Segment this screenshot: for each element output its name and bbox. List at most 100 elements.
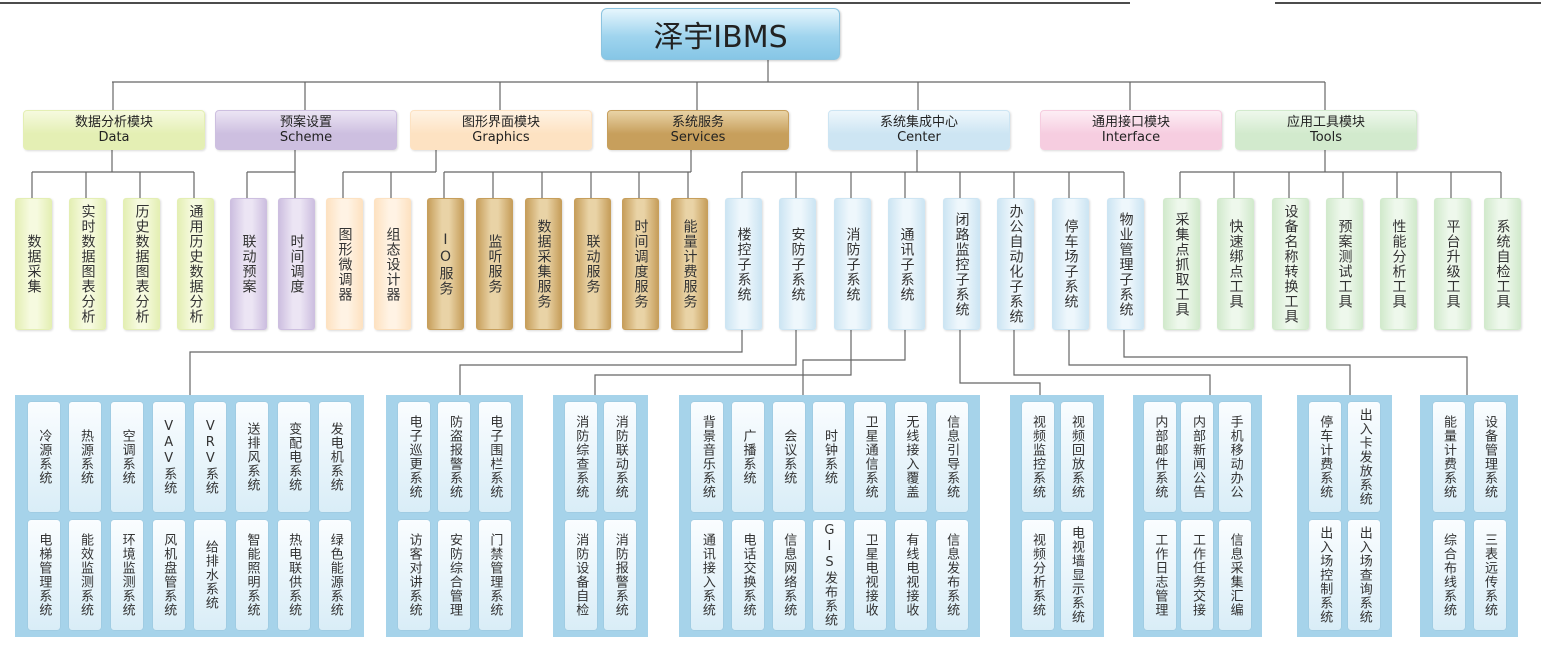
- subsystem-item[interactable]: 背景音乐系统: [691, 402, 724, 513]
- submodule-box[interactable]: 预案测试工具: [1326, 198, 1363, 330]
- subsystem-row: 消防设备自检消防报警系统: [561, 519, 640, 630]
- subsystem-item[interactable]: 门禁管理系统: [478, 519, 511, 630]
- submodule-box[interactable]: 联动服务: [574, 198, 611, 330]
- submodule-box[interactable]: 通讯子系统: [888, 198, 925, 330]
- subsystem-label: VAV系统: [161, 419, 177, 496]
- subsystem-item[interactable]: 信息采集汇编: [1219, 519, 1252, 630]
- submodule-box[interactable]: 设备名称转换工具: [1272, 198, 1309, 330]
- subsystem-item[interactable]: 停车计费系统: [1308, 402, 1341, 513]
- subsystem-item[interactable]: 内部邮件系统: [1143, 402, 1176, 513]
- subsystem-item[interactable]: 能量计费系统: [1432, 402, 1465, 513]
- subsystem-label: 给排水系统: [202, 539, 218, 610]
- submodule-box[interactable]: 闭路监控子系统: [943, 198, 980, 330]
- subsystem-item[interactable]: 有线电视接收: [894, 519, 927, 630]
- subsystem-item[interactable]: 信息引导系统: [935, 402, 968, 513]
- subsystem-item[interactable]: 出入卡发放系统: [1348, 402, 1381, 513]
- subsystem-item[interactable]: 视频监控系统: [1021, 402, 1054, 513]
- subsystem-item[interactable]: 工作日志管理: [1143, 519, 1176, 630]
- module-cn-label: 系统服务: [671, 115, 724, 130]
- submodule-box[interactable]: 消防子系统: [834, 198, 871, 330]
- subsystem-item[interactable]: 工作任务交接: [1181, 519, 1214, 630]
- submodule-box[interactable]: IO服务: [427, 198, 464, 330]
- subsystem-item[interactable]: 环境监测系统: [111, 519, 144, 630]
- submodule-box[interactable]: 图形微调器: [326, 198, 363, 330]
- submodule-box[interactable]: 楼控子系统: [725, 198, 762, 330]
- submodule-box[interactable]: 能量计费服务: [671, 198, 708, 330]
- submodule-box[interactable]: 组态设计器: [374, 198, 411, 330]
- subsystem-item[interactable]: 电梯管理系统: [27, 519, 60, 630]
- submodule-box[interactable]: 采集点抓取工具: [1163, 198, 1200, 330]
- subsystem-item[interactable]: VRV系统: [194, 402, 227, 513]
- subsystem-item[interactable]: 卫星通信系统: [854, 402, 887, 513]
- submodule-box[interactable]: 系统自检工具: [1484, 198, 1521, 330]
- subsystem-item[interactable]: 热源系统: [69, 402, 102, 513]
- submodule-box[interactable]: 快速绑点工具: [1217, 198, 1254, 330]
- subsystem-item[interactable]: 三表远传系统: [1473, 519, 1506, 630]
- subsystem-item[interactable]: 风机盘管系统: [152, 519, 185, 630]
- subsystem-item[interactable]: VAV系统: [152, 402, 185, 513]
- subsystem-item[interactable]: 消防报警系统: [604, 519, 637, 630]
- root-node[interactable]: 泽宇IBMS: [601, 8, 840, 60]
- subsystem-item[interactable]: 智能照明系统: [235, 519, 268, 630]
- subsystem-item[interactable]: 通讯接入系统: [691, 519, 724, 630]
- submodule-box[interactable]: 监听服务: [476, 198, 513, 330]
- subsystem-item[interactable]: 卫星电视接收: [854, 519, 887, 630]
- subsystem-item[interactable]: 消防联动系统: [604, 402, 637, 513]
- subsystem-item[interactable]: 热电联供系统: [277, 519, 310, 630]
- subsystem-item[interactable]: 广播系统: [732, 402, 765, 513]
- submodule-box[interactable]: 联动预案: [230, 198, 267, 330]
- subsystem-item[interactable]: 绿色能源系统: [319, 519, 352, 630]
- submodule-box[interactable]: 数据采集服务: [525, 198, 562, 330]
- subsystem-item[interactable]: 发电机系统: [319, 402, 352, 513]
- submodule-box[interactable]: 时间调度: [278, 198, 315, 330]
- subsystem-item[interactable]: 电子巡更系统: [398, 402, 431, 513]
- subsystem-item[interactable]: 防盗报警系统: [438, 402, 471, 513]
- subsystem-item[interactable]: 电子围栏系统: [478, 402, 511, 513]
- subsystem-item[interactable]: 视频回放系统: [1060, 402, 1093, 513]
- submodule-box[interactable]: 平台升级工具: [1434, 198, 1471, 330]
- subsystem-item[interactable]: 信息发布系统: [935, 519, 968, 630]
- submodule-box[interactable]: 实时数据图表分析: [69, 198, 106, 330]
- submodule-box[interactable]: 时间调度服务: [622, 198, 659, 330]
- submodule-box[interactable]: 历史数据图表分析: [123, 198, 160, 330]
- subsystem-item[interactable]: 变配电系统: [277, 402, 310, 513]
- submodule-box[interactable]: 停车场子系统: [1052, 198, 1089, 330]
- submodule-box[interactable]: 安防子系统: [779, 198, 816, 330]
- subsystem-item[interactable]: 访客对讲系统: [398, 519, 431, 630]
- subsystem-item[interactable]: 会议系统: [772, 402, 805, 513]
- submodule-box[interactable]: 物业管理子系统: [1107, 198, 1144, 330]
- subsystem-item[interactable]: 冷源系统: [27, 402, 60, 513]
- subsystem-item[interactable]: 出入场控制系统: [1308, 519, 1341, 630]
- subsystem-item[interactable]: 能效监测系统: [69, 519, 102, 630]
- subsystem-item[interactable]: 给排水系统: [194, 519, 227, 630]
- subsystem-item[interactable]: 视频分析系统: [1021, 519, 1054, 630]
- submodule-box[interactable]: 数据采集: [15, 198, 52, 330]
- subsystem-item[interactable]: 无线接入覆盖: [894, 402, 927, 513]
- connector-line: [959, 328, 1041, 395]
- submodule-box[interactable]: 办公自动化子系统: [997, 198, 1034, 330]
- subsystem-item[interactable]: 送排风系统: [235, 402, 268, 513]
- subsystem-item[interactable]: GIS发布系统: [813, 519, 846, 630]
- subsystem-item[interactable]: 消防设备自检: [564, 519, 597, 630]
- submodule-box[interactable]: 通用历史数据分析: [177, 198, 214, 330]
- subsystem-item[interactable]: 消防综查系统: [564, 402, 597, 513]
- subsystem-item[interactable]: 手机移动办公: [1219, 402, 1252, 513]
- subsystem-item[interactable]: 出入场查询系统: [1348, 519, 1381, 630]
- subsystem-item[interactable]: 电话交换系统: [732, 519, 765, 630]
- subsystem-item[interactable]: 电视墙显示系统: [1060, 519, 1093, 630]
- subsystem-item[interactable]: 设备管理系统: [1473, 402, 1506, 513]
- subsystem-item[interactable]: 时钟系统: [813, 402, 846, 513]
- subsystem-item[interactable]: 内部新闻公告: [1181, 402, 1214, 513]
- submodule-box[interactable]: 性能分析工具: [1380, 198, 1417, 330]
- subsystem-item[interactable]: 安防综合管理: [438, 519, 471, 630]
- subsystem-item[interactable]: 空调系统: [111, 402, 144, 513]
- subsystem-item[interactable]: 综合布线系统: [1432, 519, 1465, 630]
- subsystem-item[interactable]: 信息网络系统: [772, 519, 805, 630]
